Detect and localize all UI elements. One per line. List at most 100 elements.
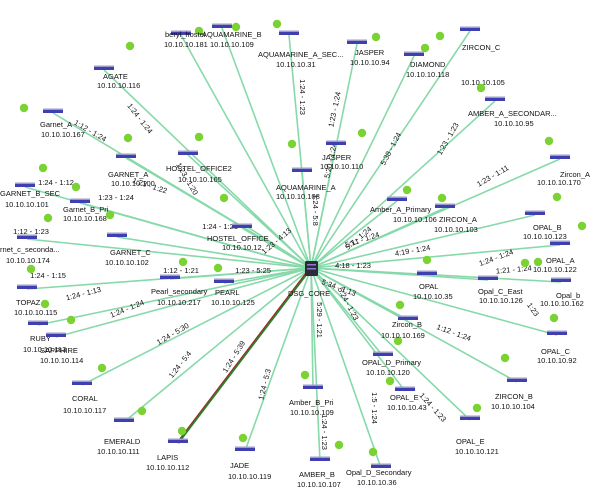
link-opal-a[interactable]	[310, 244, 561, 269]
device-bar-icon[interactable]	[116, 155, 136, 158]
link-emerald[interactable]	[123, 267, 312, 423]
device-bar-icon[interactable]	[232, 225, 252, 228]
link-aquamarine-b[interactable]	[221, 27, 312, 269]
link-garnet-c-secondary[interactable]	[26, 238, 312, 269]
device-aquamarine-b[interactable]: AQUAMARINE_B10.10.10.109	[202, 22, 262, 49]
device-bar-icon[interactable]	[371, 465, 391, 468]
device-bar-icon[interactable]	[547, 332, 567, 335]
device-bar-icon[interactable]	[525, 212, 545, 215]
device-garnet-a[interactable]: Garnet_A10.10.10.167	[19, 103, 85, 139]
link-jasper-mid[interactable]	[310, 144, 337, 269]
link-sapphire[interactable]	[55, 267, 312, 338]
device-bar-icon[interactable]	[160, 276, 180, 279]
device-bar-icon[interactable]	[303, 386, 323, 389]
device-bar-icon[interactable]	[507, 379, 527, 382]
link-agate[interactable]	[103, 69, 312, 269]
link-hostel-office-link[interactable]	[245, 225, 312, 269]
device-opal-e-caps[interactable]: OPAL_E10.10.10.43	[385, 376, 427, 412]
device-bar-icon[interactable]	[435, 205, 455, 208]
device-opal-b-lower[interactable]: Opal_b10.10.10.162	[520, 258, 584, 308]
link-zircon-b[interactable]	[310, 267, 518, 383]
link-jade[interactable]	[244, 267, 312, 452]
device-bar-icon[interactable]	[478, 277, 498, 280]
link-hostel-office2[interactable]	[187, 154, 312, 269]
device-bar-icon[interactable]	[17, 236, 37, 239]
link-amber-a-primary[interactable]	[310, 200, 398, 269]
device-bar-icon[interactable]	[550, 242, 570, 245]
device-opal-b-caps[interactable]: OPAL_B10.10.10.123	[523, 192, 567, 241]
link-opal-b-caps[interactable]	[310, 214, 536, 269]
device-bar-icon[interactable]	[171, 32, 191, 35]
device-zircon-b-lower[interactable]: Zircon_B10.10.10.169	[381, 300, 425, 340]
device-aquamarine-a[interactable]: AQUAMARINE_A10.10.10.108	[276, 139, 336, 201]
link-opal-e-caps[interactable]	[310, 267, 406, 392]
device-bar-icon[interactable]	[417, 272, 437, 275]
device-bar-icon[interactable]	[168, 440, 188, 443]
link-zircon-a[interactable]	[310, 207, 446, 269]
link-aquamarine-a[interactable]	[301, 171, 312, 269]
device-bar-icon[interactable]	[107, 234, 127, 237]
device-bar-icon[interactable]	[72, 382, 92, 385]
device-bar-icon[interactable]	[460, 28, 480, 31]
device-bar-icon[interactable]	[178, 152, 198, 155]
device-bar-icon[interactable]	[395, 388, 415, 391]
device-bar-icon[interactable]	[114, 419, 134, 422]
link-diamond[interactable]	[310, 55, 415, 269]
device-opal-c[interactable]: OPAL_C10.10.10.92	[537, 313, 577, 365]
device-bar-icon[interactable]	[43, 110, 63, 113]
link-opal-d-secondary[interactable]	[310, 267, 382, 469]
device-bar-icon[interactable]	[485, 98, 505, 101]
device-bar-icon[interactable]	[387, 198, 407, 201]
device-zircon-b[interactable]: ZIRCON_B10.10.10.104	[491, 353, 535, 411]
link-opal-c[interactable]	[310, 267, 558, 336]
link-amber-a-secondary[interactable]	[310, 100, 496, 269]
link-pearl-secondary[interactable]	[169, 267, 312, 280]
device-bar-icon[interactable]	[15, 184, 35, 187]
link-amber-b[interactable]	[310, 267, 321, 462]
device-garnet-c[interactable]: GARNET_C10.10.10.102	[105, 210, 151, 267]
device-amber-a-secondary[interactable]: AMBER_A_SECONDAR...10.10.10.95	[468, 83, 557, 128]
device-bar-icon[interactable]	[460, 417, 480, 420]
device-zircon-a-lower[interactable]: Zircon_A10.10.10.170	[537, 136, 590, 187]
device-bar-icon[interactable]	[214, 280, 234, 283]
device-aquamarine-a-sec[interactable]: AQUAMARINE_A_SEC...10.10.10.31	[258, 19, 343, 69]
device-bar-icon[interactable]	[212, 25, 232, 28]
link-opal-c-east[interactable]	[310, 267, 489, 281]
device-bar-icon[interactable]	[17, 286, 37, 289]
device-bar-icon[interactable]	[28, 322, 48, 325]
link-garnet-c[interactable]	[116, 236, 312, 269]
device-bar-icon[interactable]	[404, 53, 424, 56]
device-bar-icon[interactable]	[279, 32, 299, 35]
device-bar-icon[interactable]	[310, 458, 330, 461]
device-garnet-a-caps[interactable]: GARNET_A10.10.10.100	[108, 133, 155, 188]
device-bar-icon[interactable]	[70, 200, 90, 203]
link-beryl-hostel[interactable]	[180, 34, 312, 269]
device-zircon-c[interactable]: ZIRCON_C10.10.10.105	[435, 26, 505, 88]
device-amber-b[interactable]: AMBER_B10.10.10.107	[297, 440, 344, 489]
device-bar-icon[interactable]	[373, 353, 393, 356]
device-zircon-a[interactable]: ZIRCON_A10.10.10.103	[434, 193, 478, 234]
device-bar-icon[interactable]	[550, 156, 570, 159]
device-bar-icon[interactable]	[94, 67, 114, 70]
hub-device[interactable]: DSG_CORE	[288, 261, 330, 298]
